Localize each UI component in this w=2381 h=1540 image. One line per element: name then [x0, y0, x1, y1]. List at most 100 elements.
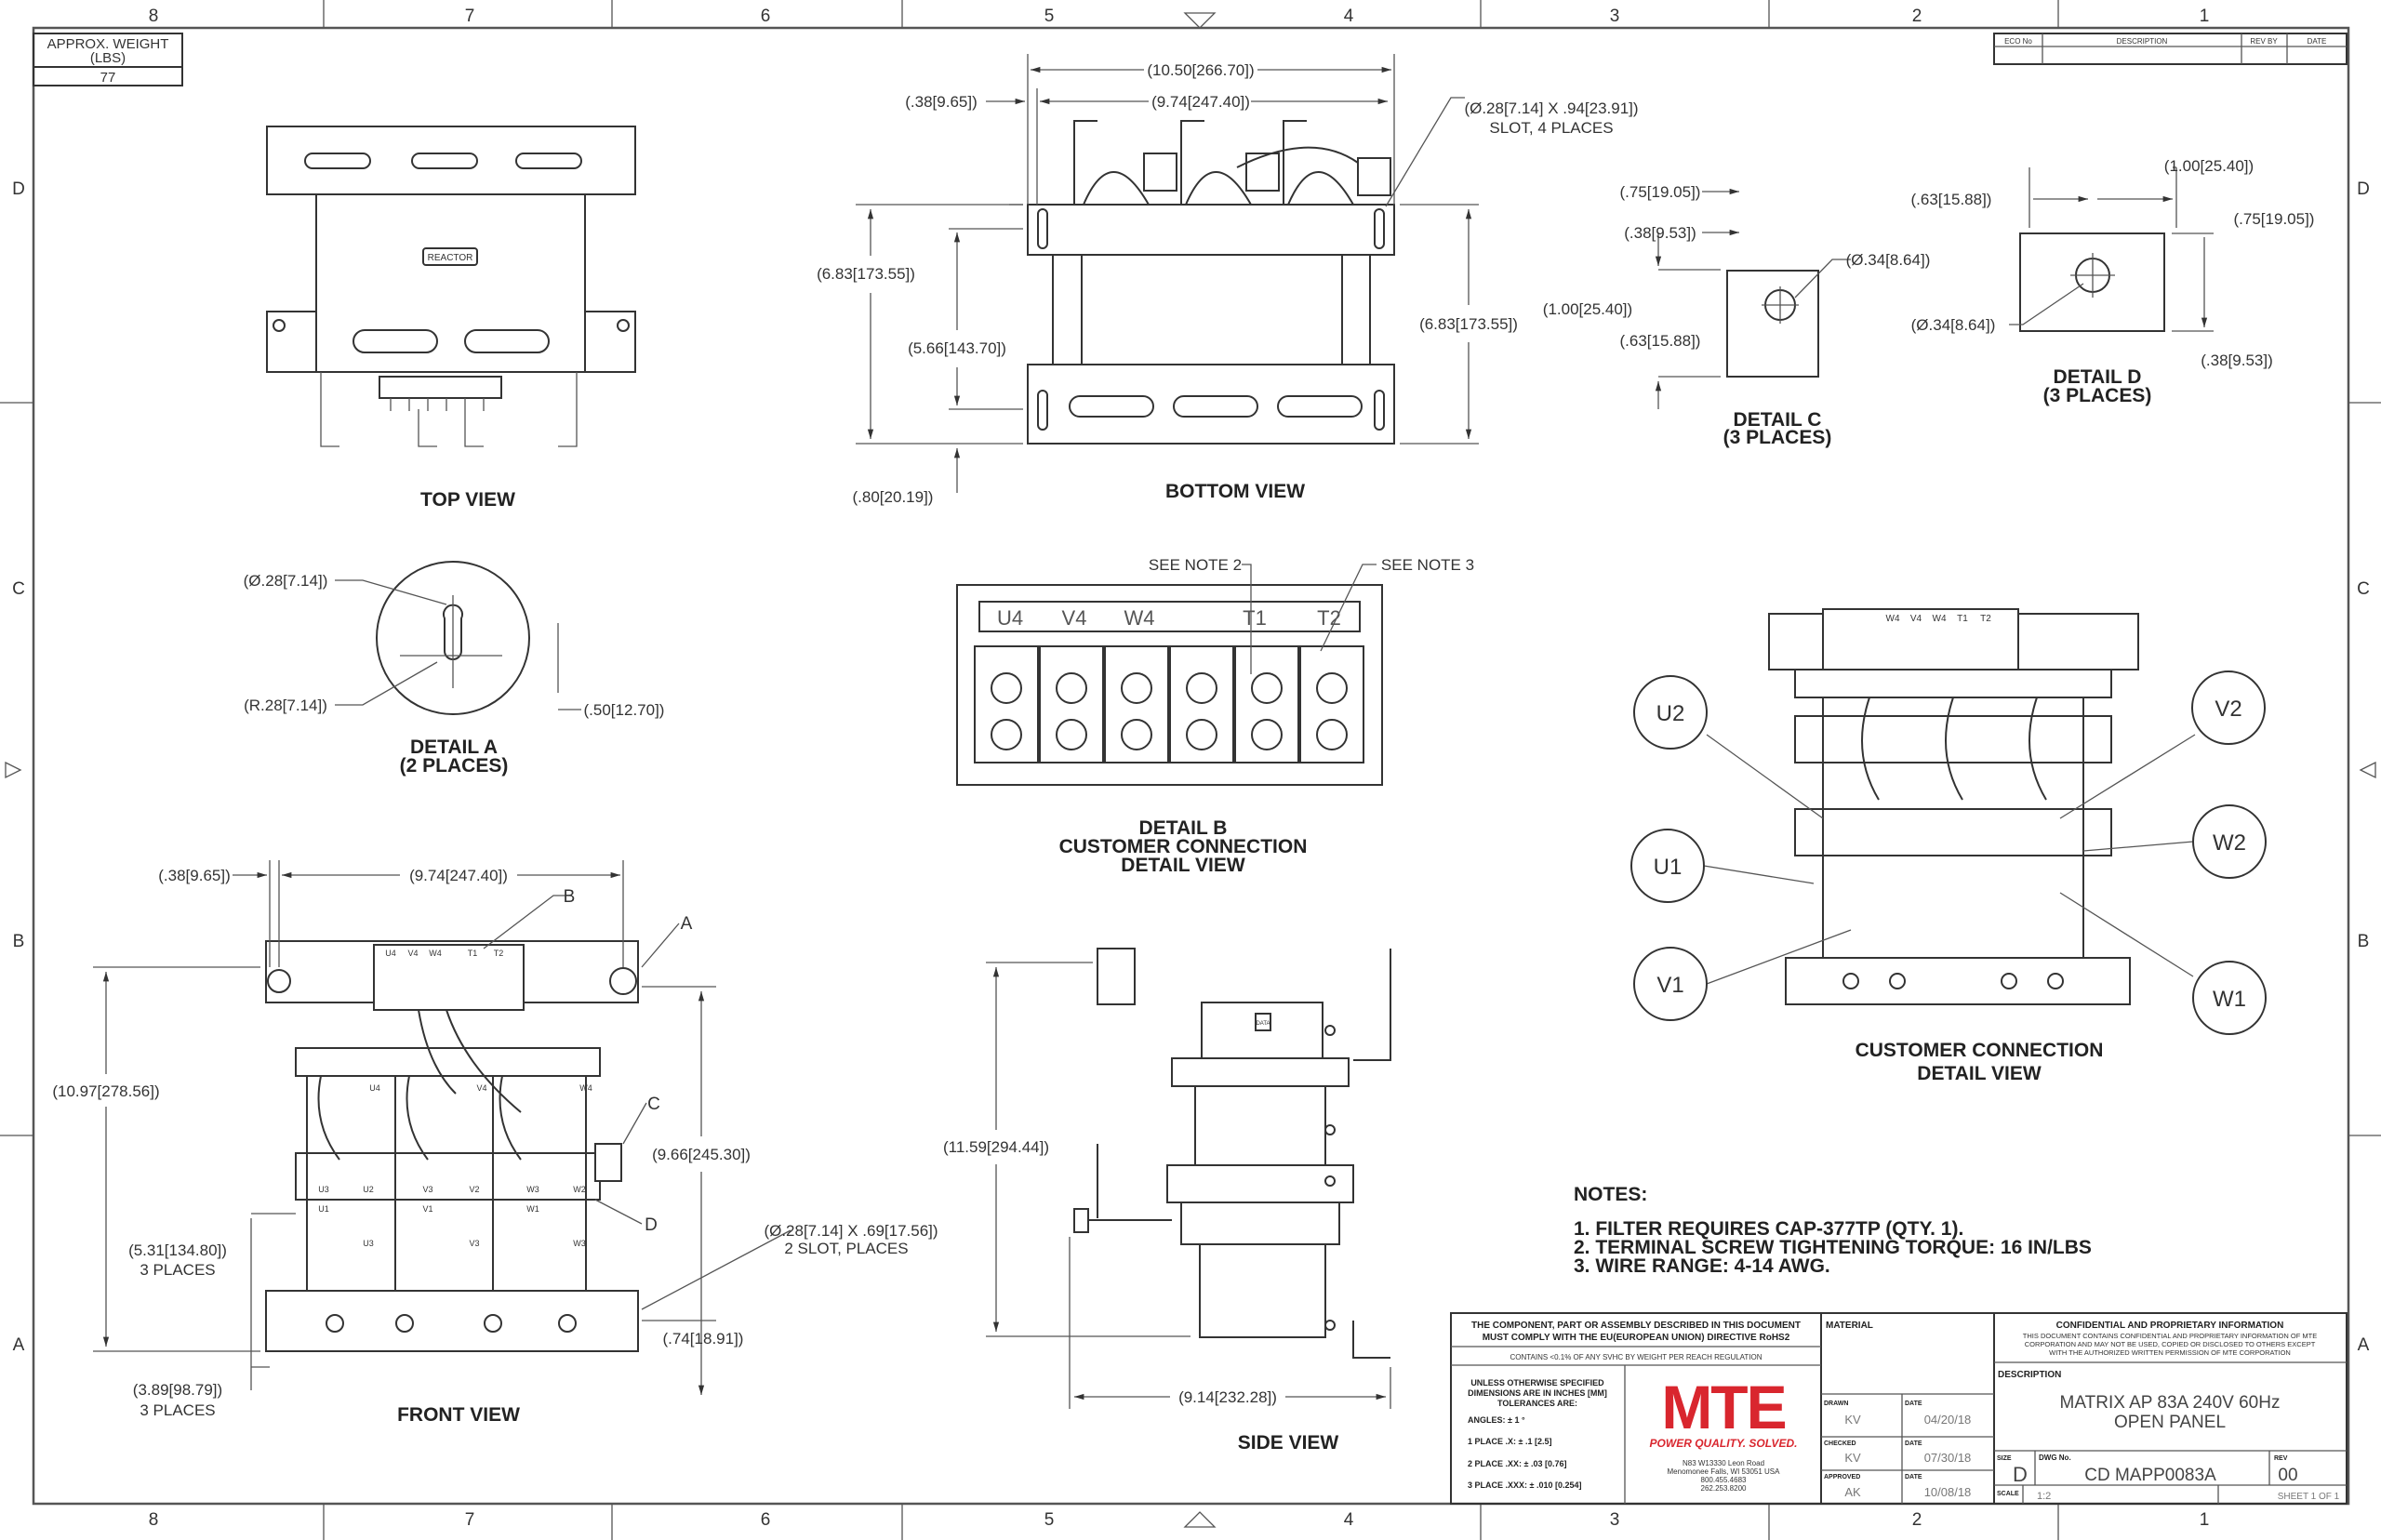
- coil-label: W3: [573, 1239, 586, 1248]
- front-view: U4 V4 W4 T1 T2 U4 V4 W4 U3 U2 V3 V2 W3 W…: [52, 860, 938, 1426]
- callout-b: B: [564, 887, 576, 907]
- terminal-callout-w1: W1: [2213, 987, 2246, 1012]
- customer-connection-view: W4 V4 W4 T1 T2 U2 U1 V1 V2 W2 W1 CUSTOME…: [1630, 608, 2267, 1084]
- front-dim: 3 PLACES: [140, 1261, 215, 1279]
- callout-a: A: [681, 914, 693, 934]
- terminal-label: W4: [1124, 606, 1155, 630]
- front-terminal-label: V4: [407, 949, 418, 958]
- customer-connection-title: CUSTOMER CONNECTION: [1856, 1040, 2104, 1061]
- detail-c-dim: (1.00[25.40]): [1543, 300, 1632, 318]
- rohs-line-1: THE COMPONENT, PART OR ASSEMBLY DESCRIBE…: [1471, 1321, 1801, 1331]
- tolerance-angles: ANGLES: ± 1 °: [1468, 1415, 1525, 1425]
- zone-col: 6: [761, 1510, 771, 1530]
- drawn-label: DRAWN: [1824, 1401, 1848, 1407]
- title-block: THE COMPONENT, PART OR ASSEMBLY DESCRIBE…: [1450, 1312, 2348, 1505]
- side-badge: DATA: [1256, 1021, 1270, 1027]
- terminal-callout-circles: U2 U1 V1 V2 W2 W1: [1630, 670, 2267, 1035]
- front-terminal-label: T1: [468, 949, 478, 958]
- front-dim: (Ø.28[7.14] X .69[17.56]): [764, 1222, 938, 1240]
- approved-date-label: DATE: [1905, 1474, 1922, 1480]
- coil-label: U4: [369, 1083, 380, 1093]
- side-dim-depth: (9.14[232.28]): [1178, 1388, 1277, 1406]
- top-view-title: TOP VIEW: [420, 489, 515, 511]
- zone-col: 2: [1912, 7, 1922, 26]
- bottom-view-title: BOTTOM VIEW: [1165, 481, 1305, 502]
- see-note-3-callout: SEE NOTE 3: [1381, 556, 1474, 574]
- detail-c-dim: (.63[15.88]): [1620, 332, 1701, 350]
- weight-label: APPROX. WEIGHT: [47, 36, 169, 52]
- note-item: 2. TERMINAL SCREW TIGHTENING TORQUE: 16 …: [1574, 1237, 2092, 1258]
- rev-header-eco: ECO No: [2004, 37, 2032, 46]
- drawn-by: KV: [1844, 1413, 1861, 1427]
- callout-c: C: [647, 1095, 660, 1114]
- drawn-date-label: DATE: [1905, 1401, 1922, 1407]
- dim-slot-depth: (5.66[143.70]): [908, 339, 1006, 357]
- zone-col: 6: [761, 7, 771, 26]
- drawn-date: 04/20/18: [1924, 1413, 1972, 1427]
- front-view-title: FRONT VIEW: [397, 1404, 520, 1426]
- detail-d-dim: (.38[9.53]): [2201, 352, 2273, 369]
- side-dim-height: (11.59[294.44]): [943, 1138, 1049, 1156]
- address-line: Menomonee Falls, WI 53051 USA: [1668, 1467, 1781, 1476]
- front-dim: (9.74[247.40]): [409, 867, 508, 884]
- terminal-label: V4: [1062, 606, 1087, 630]
- confidential-line: WITH THE AUTHORIZED WRITTEN PERMISSION O…: [2049, 1348, 2291, 1357]
- detail-d-dim: (.75[19.05]): [2234, 210, 2315, 228]
- detail-c-dim: (.38[9.53]): [1624, 224, 1696, 242]
- dwg-no-label: DWG No.: [2039, 1454, 2071, 1462]
- bottom-view: (10.50[266.70]) (.38[9.65]) (9.74[247.40…: [817, 54, 1639, 506]
- detail-b: U4 V4 W4 T1 T2 SEE NOTE 2 SEE NOTE 3 DET…: [956, 556, 1474, 876]
- rev-header-date: DATE: [2308, 37, 2327, 46]
- zone-row: C: [2357, 579, 2370, 599]
- note-item: 1. FILTER REQUIRES CAP-377TP (QTY. 1).: [1574, 1218, 1963, 1240]
- zone-col: 5: [1044, 7, 1055, 26]
- detail-c-dim: (.75[19.05]): [1620, 183, 1701, 201]
- dim-slot-edge: (.80[20.19]): [853, 488, 934, 506]
- address-phone: 800.455.4683: [1701, 1476, 1747, 1484]
- checked-date-label: DATE: [1905, 1440, 1922, 1447]
- detail-b-subtitle: CUSTOMER CONNECTION: [1059, 836, 1308, 857]
- scale-label: SCALE: [1997, 1491, 2019, 1497]
- coil-label: V4: [476, 1083, 486, 1093]
- address-line: N83 W13330 Leon Road: [1683, 1459, 1764, 1467]
- approved-label: APPROVED: [1824, 1474, 1860, 1480]
- weight-label-unit: (LBS): [90, 50, 126, 66]
- zone-col: 2: [1912, 1510, 1922, 1530]
- mte-logo: MTE POWER QUALITY. SOLVED.: [1650, 1373, 1798, 1450]
- zone-column-labels: 8 7 6 5 4 3 2 1 8 7 6 5 4 3 2 1: [149, 7, 2210, 1530]
- weight-value: 77: [100, 70, 116, 86]
- detail-a: (Ø.28[7.14]) (R.28[7.14]) (.50[12.70]) D…: [244, 561, 664, 777]
- coil-label: W3: [526, 1185, 539, 1194]
- detail-d: (.63[15.88]) (1.00[25.40]) (.75[19.05]) …: [1911, 157, 2315, 406]
- detail-d-dim: (.63[15.88]): [1911, 191, 1992, 208]
- approved-date: 10/08/18: [1924, 1485, 1972, 1499]
- zone-col: 8: [149, 7, 159, 26]
- dwg-no-value: CD MAPP0083A: [2084, 1466, 2216, 1485]
- zone-col: 3: [1610, 1510, 1620, 1530]
- block-label: W4: [1933, 614, 1947, 624]
- tolerance-1-place: 1 PLACE .X: ± .1 [2.5]: [1468, 1437, 1551, 1446]
- terminal-callout-w2: W2: [2213, 830, 2246, 856]
- revision-block: ECO No DESCRIPTION REV BY DATE: [1993, 33, 2348, 65]
- coil-label: W1: [526, 1204, 539, 1214]
- zone-row: A: [2358, 1335, 2370, 1355]
- zone-row: D: [12, 179, 25, 199]
- terminal-label: T1: [1243, 606, 1267, 630]
- coil-label: U2: [363, 1185, 374, 1194]
- description-label: DESCRIPTION: [1998, 1370, 2061, 1380]
- terminal-label: T2: [1317, 606, 1341, 630]
- address-phone: 262.253.8200: [1701, 1484, 1747, 1493]
- terminal-label: U4: [997, 606, 1023, 630]
- detail-d-title: DETAIL D: [2054, 366, 2142, 388]
- see-note-2-callout: SEE NOTE 2: [1149, 556, 1242, 574]
- front-terminal-label: W4: [429, 949, 442, 958]
- block-label: T2: [1980, 614, 1991, 624]
- detail-b-title: DETAIL B: [1139, 817, 1228, 839]
- front-dim: (.38[9.65]): [158, 867, 231, 884]
- rev-label: REV: [2274, 1455, 2288, 1462]
- zone-row: A: [13, 1335, 25, 1355]
- front-dim: (5.31[134.80]): [128, 1241, 227, 1259]
- confidential-line: CORPORATION AND MAY NOT BE USED, COPIED …: [2025, 1340, 2316, 1348]
- side-view-title: SIDE VIEW: [1238, 1432, 1339, 1454]
